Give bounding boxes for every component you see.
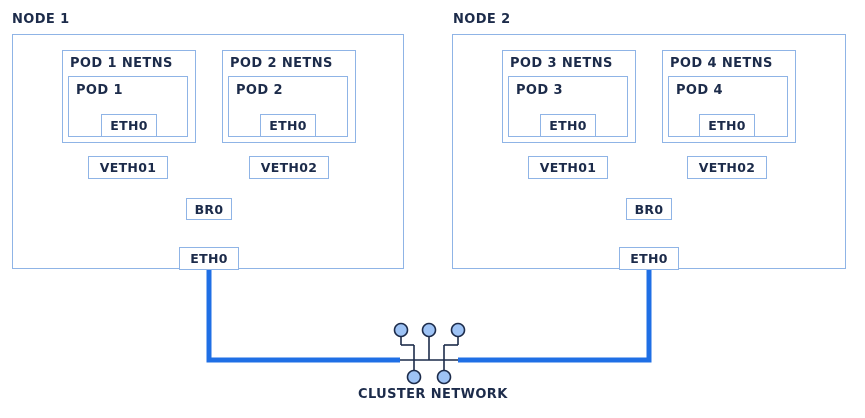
node-1-br0: BR0: [186, 198, 232, 220]
pod-3-label: POD 3: [516, 83, 563, 98]
pod-4-eth0: ETH0: [699, 114, 755, 137]
pod-2-eth0: ETH0: [260, 114, 316, 137]
node-1-veth02: VETH02: [249, 156, 329, 179]
pod-1-eth0: ETH0: [101, 114, 157, 137]
pod-3-eth0: ETH0: [540, 114, 596, 137]
node-1-eth0: ETH0: [179, 247, 239, 270]
node-2-veth01: VETH01: [528, 156, 608, 179]
node-2-label: NODE 2: [453, 12, 511, 27]
wire-node2-eth0-cluster: [458, 268, 652, 363]
node-1-label: NODE 1: [12, 12, 70, 27]
pod-1-netns-label: POD 1 NETNS: [70, 56, 173, 71]
pod-2-netns-label: POD 2 NETNS: [230, 56, 333, 71]
pod-3-netns-label: POD 3 NETNS: [510, 56, 613, 71]
pod-2-label: POD 2: [236, 83, 283, 98]
pod-4-label: POD 4: [676, 83, 723, 98]
wire-node1-eth0-cluster: [206, 268, 400, 363]
cluster-network-label: CLUSTER NETWORK: [358, 387, 508, 402]
node-2-br0: BR0: [626, 198, 672, 220]
pod-4-netns-label: POD 4 NETNS: [670, 56, 773, 71]
node-1-veth01: VETH01: [88, 156, 168, 179]
node-2-veth02: VETH02: [687, 156, 767, 179]
node-2-eth0: ETH0: [619, 247, 679, 270]
cluster-network-icon: [393, 322, 466, 385]
pod-1-label: POD 1: [76, 83, 123, 98]
